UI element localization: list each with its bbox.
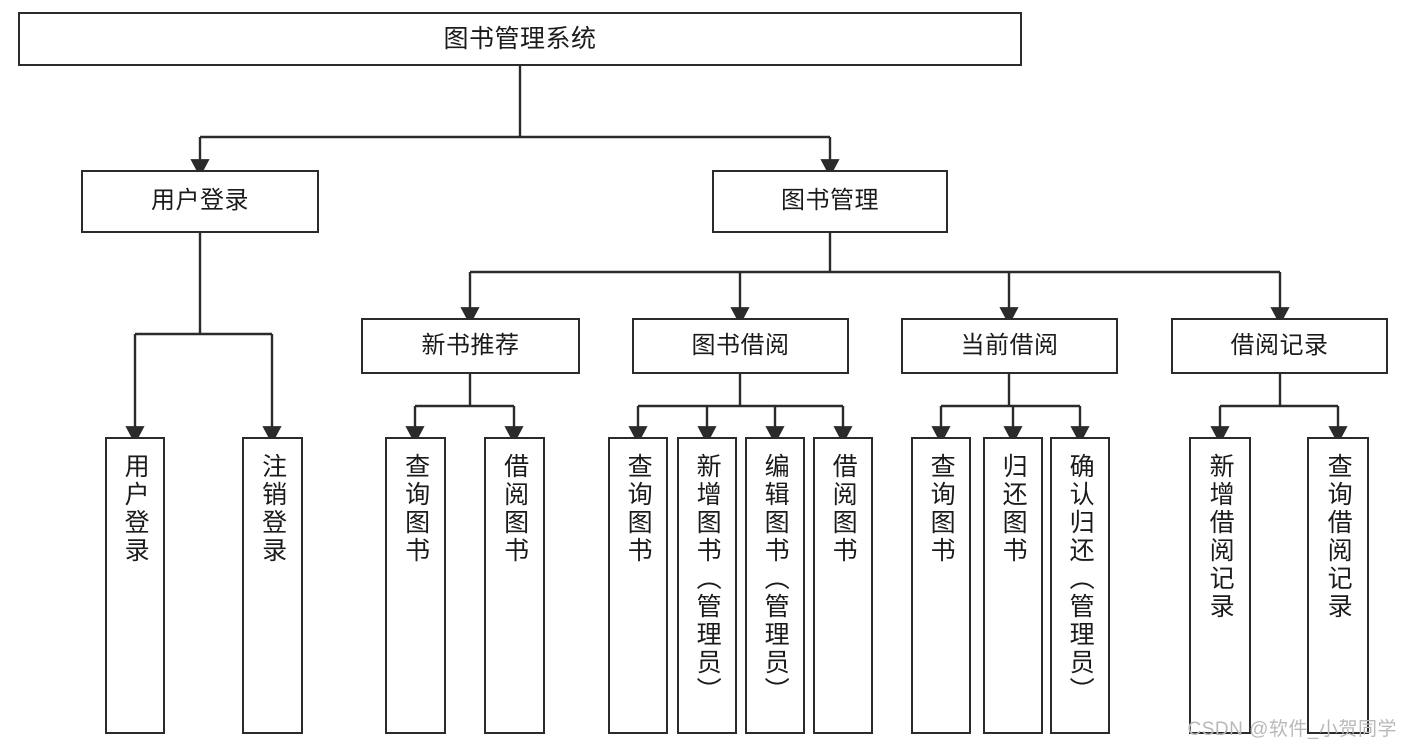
node-book-borrow[interactable]: 图书借阅: [632, 318, 849, 374]
leaf-node-label: 新增借阅记录: [1206, 453, 1235, 621]
node-user-login[interactable]: 用户登录: [81, 170, 319, 233]
leaf-node-label: 查询图书: [401, 453, 430, 565]
node-borrow-record-label: 借阅记录: [1230, 331, 1329, 359]
leaf-node[interactable]: 确认归还（管理员）: [1050, 437, 1110, 734]
leaf-node[interactable]: 查询图书: [608, 437, 668, 734]
leaf-node[interactable]: 编辑图书（管理员）: [745, 437, 805, 734]
leaf-node-label: 借阅图书: [500, 453, 529, 565]
leaf-node-label: 用户登录: [121, 453, 150, 565]
leaf-node-label: 查询图书: [624, 453, 653, 565]
node-book-management[interactable]: 图书管理: [712, 170, 948, 233]
leaf-node-label: 编辑图书（管理员）: [761, 453, 790, 705]
leaf-node[interactable]: 归还图书: [983, 437, 1043, 734]
leaf-node-label: 确认归还（管理员）: [1066, 453, 1095, 705]
watermark: CSDN @软件_小贺同学: [1187, 719, 1397, 740]
leaf-node[interactable]: 查询借阅记录: [1307, 437, 1369, 734]
leaf-node[interactable]: 借阅图书: [484, 437, 545, 734]
leaf-node[interactable]: 新增借阅记录: [1189, 437, 1251, 734]
node-book-management-label: 图书管理: [781, 187, 879, 215]
leaf-node-label: 注销登录: [258, 453, 287, 565]
leaf-node-label: 新增图书（管理员）: [693, 453, 722, 705]
leaf-node-label: 查询借阅记录: [1324, 453, 1353, 621]
node-new-book-recommend[interactable]: 新书推荐: [361, 318, 580, 374]
leaf-node[interactable]: 查询图书: [385, 437, 446, 734]
node-current-borrow[interactable]: 当前借阅: [901, 318, 1118, 374]
leaf-node[interactable]: 用户登录: [105, 437, 165, 734]
leaf-node-label: 查询图书: [927, 453, 956, 565]
leaf-node-label: 借阅图书: [829, 453, 858, 565]
node-root-label: 图书管理系统: [443, 25, 597, 53]
node-book-borrow-label: 图书借阅: [691, 331, 790, 359]
node-borrow-record[interactable]: 借阅记录: [1171, 318, 1388, 374]
node-root[interactable]: 图书管理系统: [18, 12, 1022, 66]
leaf-node[interactable]: 借阅图书: [813, 437, 873, 734]
leaf-node[interactable]: 查询图书: [911, 437, 971, 734]
leaf-node[interactable]: 注销登录: [242, 437, 303, 734]
leaf-node-label: 归还图书: [999, 453, 1028, 565]
node-new-book-recommend-label: 新书推荐: [421, 331, 520, 359]
node-current-borrow-label: 当前借阅: [960, 331, 1059, 359]
leaf-node[interactable]: 新增图书（管理员）: [677, 437, 737, 734]
node-user-login-label: 用户登录: [151, 187, 249, 215]
